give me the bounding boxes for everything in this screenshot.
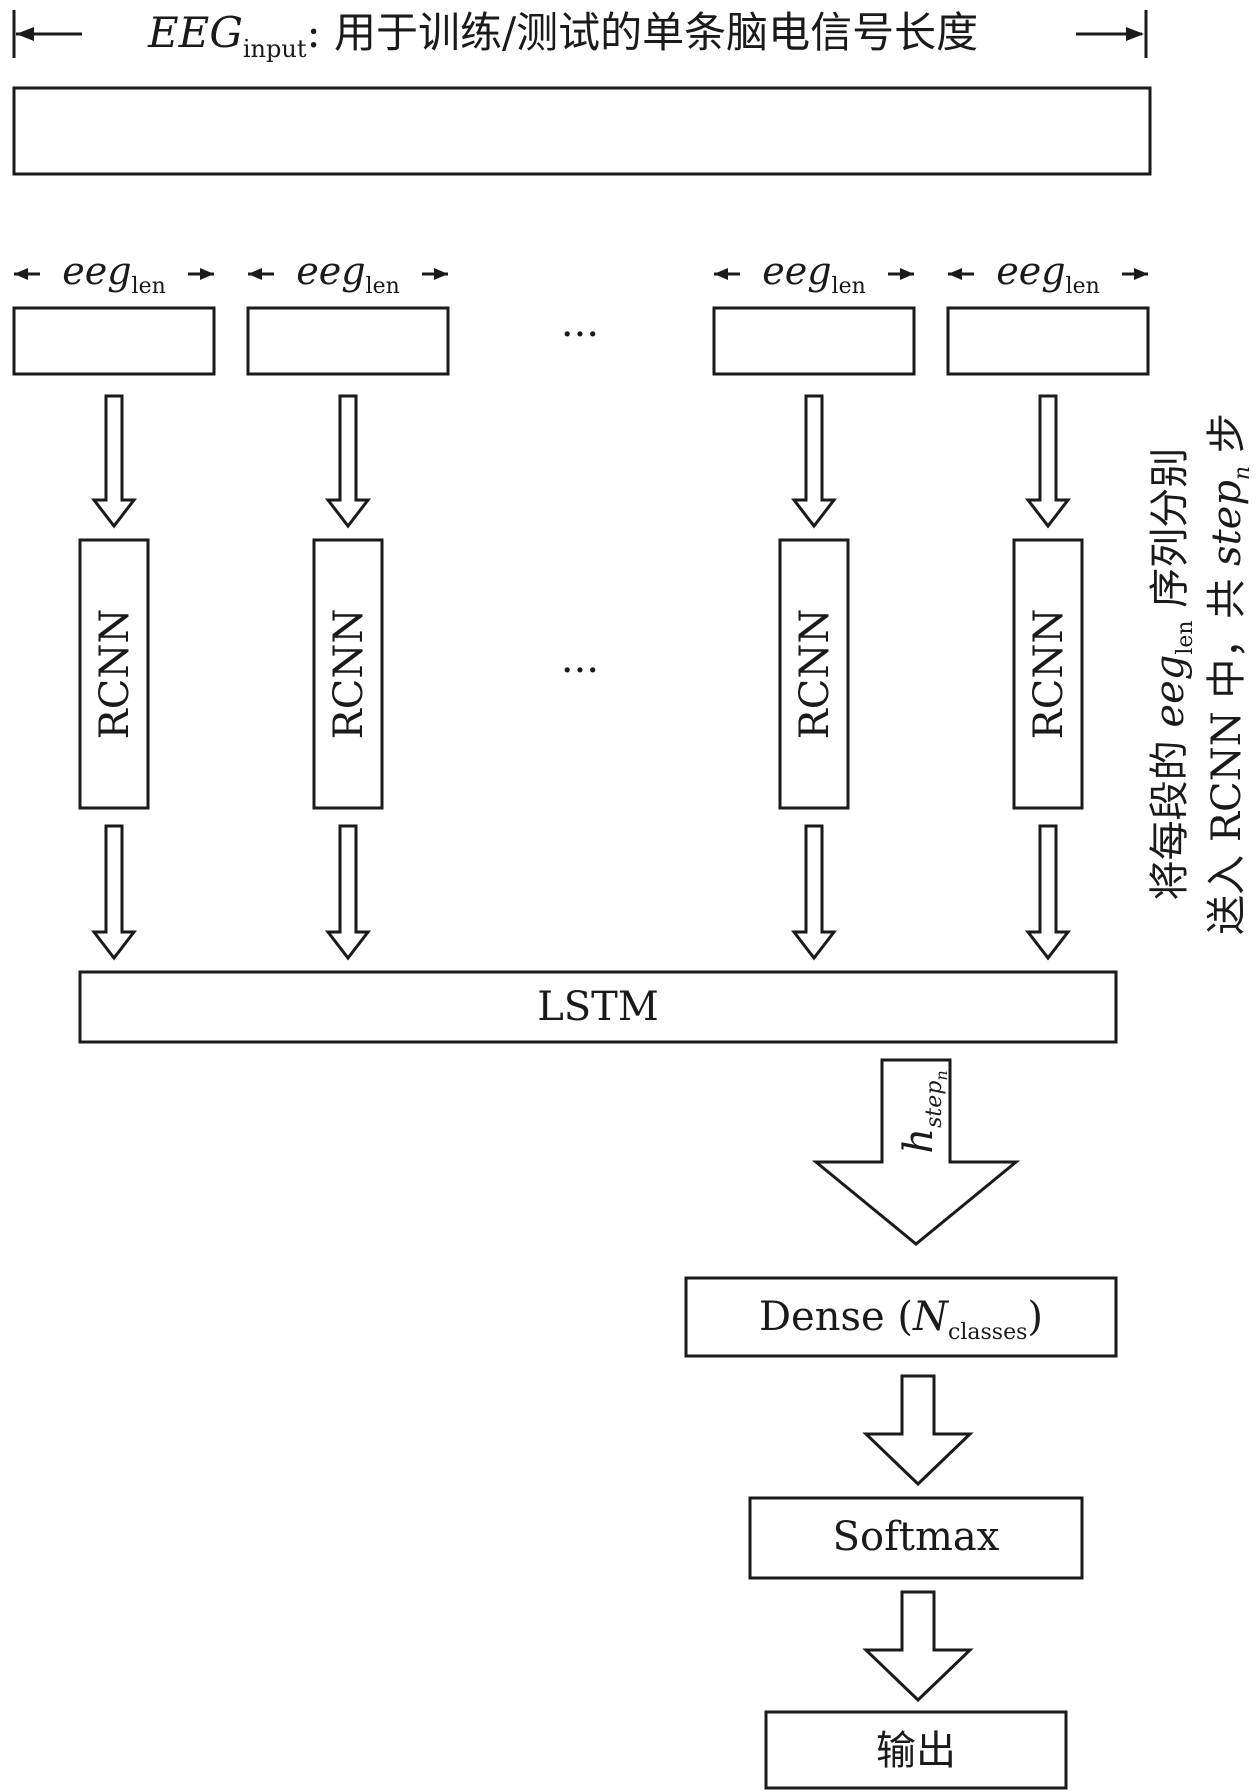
- output-block: 输出: [764, 1710, 1068, 1790]
- down-arrow-icon: [90, 824, 138, 961]
- eeg-input-block: [12, 86, 1152, 176]
- segment-block-2: [246, 306, 450, 376]
- input-length-description: : 用于训练/测试的单条脑电信号长度: [306, 8, 978, 57]
- lstm-block: LSTM: [78, 970, 1118, 1044]
- down-arrow-icon: [790, 824, 838, 961]
- rcnn-label-1: RCNN: [92, 609, 138, 740]
- down-arrow-icon: [1024, 824, 1072, 961]
- softmax-label: Softmax: [833, 1514, 1000, 1560]
- rcnn-label-3: RCNN: [792, 609, 838, 740]
- down-arrow-icon: [811, 1058, 1021, 1246]
- rcnn-label-2: RCNN: [326, 609, 372, 740]
- down-arrow-icon: [1024, 394, 1072, 529]
- softmax-block: Softmax: [748, 1496, 1084, 1580]
- down-arrow-icon: [862, 1374, 974, 1487]
- segment-length-label-1: eeglen: [62, 249, 166, 299]
- segment-ellipsis: ···: [561, 312, 599, 358]
- side-note-line-1: 将每段的 eeglen 序列分别: [1147, 448, 1198, 901]
- segment-block-3: [712, 306, 916, 376]
- dimension-left-arrowhead: [16, 27, 34, 41]
- dimension-right-arrowhead: [1126, 27, 1144, 41]
- rcnn-block-1: RCNN: [78, 538, 150, 810]
- input-length-label: EEGinput: 用于训练/测试的单条脑电信号长度: [147, 8, 978, 63]
- dense-label: Dense (Nclasses): [759, 1294, 1043, 1345]
- down-arrow-icon: [790, 394, 838, 529]
- rcnn-to-lstm-arrows: [90, 824, 1072, 961]
- rcnn-block-4: RCNN: [1012, 538, 1084, 810]
- down-arrow-icon: [324, 824, 372, 961]
- segment-length-label-3: eeglen: [762, 249, 866, 299]
- side-note-line-2: 送入 RCNN 中，共 stepn 步: [1204, 413, 1255, 935]
- segment-length-label-2: eeglen: [296, 249, 400, 299]
- segment-length-labels: eeglen eeglen eeglen eeglen: [14, 249, 1148, 299]
- hidden-state-label: hstepn: [896, 1070, 951, 1153]
- down-arrow-icon: [862, 1590, 974, 1703]
- hidden-state-arrow: hstepn: [811, 1058, 1021, 1246]
- eeg-input-subscript: input: [243, 35, 307, 63]
- segment-block-4: [946, 306, 1150, 376]
- rcnn-block-2: RCNN: [312, 538, 384, 810]
- input-length-dimension: EEGinput: 用于训练/测试的单条脑电信号长度: [12, 8, 1148, 63]
- dense-block: Dense (Nclasses): [684, 1276, 1118, 1358]
- segment-to-rcnn-arrows: [90, 394, 1072, 529]
- rcnn-block-3: RCNN: [778, 538, 850, 810]
- down-arrow-icon: [324, 394, 372, 529]
- segment-block-1: [12, 306, 216, 376]
- segment-length-label-4: eeglen: [996, 249, 1100, 299]
- side-note: 将每段的 eeglen 序列分别 送入 RCNN 中，共 stepn 步: [1147, 413, 1255, 935]
- down-arrow-icon: [90, 394, 138, 529]
- rcnn-ellipsis: ···: [561, 648, 599, 694]
- rcnn-label-4: RCNN: [1026, 609, 1072, 740]
- lstm-label: LSTM: [537, 984, 659, 1030]
- output-label: 输出: [876, 1728, 956, 1774]
- eeg-input-symbol: EEG: [147, 8, 243, 57]
